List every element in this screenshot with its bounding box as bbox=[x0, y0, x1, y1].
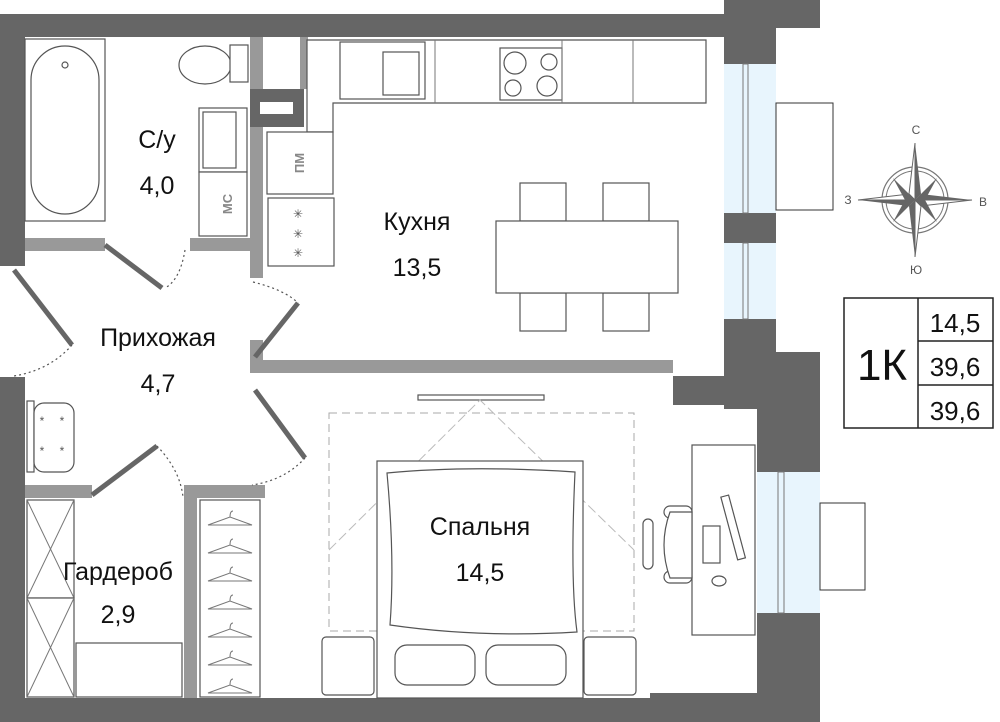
total-area: 39,6 bbox=[930, 352, 981, 382]
kitchen-counter bbox=[306, 39, 707, 133]
compass-east: В bbox=[979, 195, 987, 209]
svg-text:✳: ✳ bbox=[293, 246, 303, 260]
desk bbox=[642, 444, 756, 636]
toilet bbox=[178, 44, 249, 85]
room-name-bedroom: Спальня bbox=[430, 513, 530, 541]
room-labels: С/у 4,0 Кухня 13,5 Прихожая 4,7 Гардероб… bbox=[63, 126, 530, 629]
svg-text:*: * bbox=[40, 414, 45, 428]
hanger-icon bbox=[207, 678, 253, 694]
bed bbox=[321, 460, 637, 699]
dishwasher-label: ПМ bbox=[292, 153, 307, 173]
room-name-kitchen: Кухня bbox=[384, 208, 451, 236]
apartment-summary: 1К 14,5 39,6 39,6 bbox=[843, 297, 994, 429]
hangers bbox=[207, 510, 253, 694]
room-name-bathroom: С/у bbox=[138, 126, 176, 154]
room-area-bedroom: 14,5 bbox=[456, 559, 505, 587]
dining-table bbox=[495, 182, 679, 332]
partitions bbox=[25, 37, 673, 698]
balcony-kitchen bbox=[775, 102, 834, 211]
total-area-with-balcony: 39,6 bbox=[930, 396, 981, 426]
svg-text:*: * bbox=[60, 414, 65, 428]
washing-machine: МС bbox=[198, 171, 248, 237]
room-name-hallway: Прихожая bbox=[100, 324, 216, 352]
dishwasher: ПМ bbox=[266, 131, 334, 195]
room-name-wardrobe: Гардероб bbox=[63, 558, 173, 586]
hanger-icon bbox=[207, 510, 253, 526]
washing-machine-label: МС bbox=[220, 193, 235, 214]
bathtub bbox=[24, 38, 106, 222]
windows bbox=[724, 63, 820, 614]
balcony-bedroom bbox=[819, 502, 866, 591]
tv-view-area bbox=[328, 412, 635, 632]
wardrobe-shelves bbox=[26, 499, 261, 698]
shoe-cabinet: * * * * bbox=[26, 400, 75, 473]
apartment-type: 1К bbox=[857, 341, 907, 390]
hanger-icon bbox=[207, 622, 253, 638]
hanger-icon bbox=[207, 650, 253, 666]
svg-text:*: * bbox=[60, 444, 65, 458]
compass-west: З bbox=[844, 193, 851, 207]
tv bbox=[417, 394, 545, 401]
hanger-icon bbox=[207, 566, 253, 582]
hanger-icon bbox=[207, 538, 253, 554]
room-area-kitchen: 13,5 bbox=[393, 254, 442, 282]
stove: ✳ ✳ ✳ bbox=[267, 197, 335, 267]
compass-rose-icon: С Ю В З bbox=[844, 123, 987, 277]
living-area: 14,5 bbox=[930, 308, 981, 338]
outer-walls bbox=[0, 0, 820, 722]
washbasin bbox=[198, 107, 248, 173]
hanger-icon bbox=[207, 594, 253, 610]
compass-south: Ю bbox=[910, 263, 922, 277]
room-area-hallway: 4,7 bbox=[141, 370, 176, 398]
svg-text:✳: ✳ bbox=[293, 227, 303, 241]
svg-text:*: * bbox=[40, 444, 45, 458]
doors bbox=[12, 243, 308, 498]
compass-north: С bbox=[912, 123, 921, 137]
room-area-bathroom: 4,0 bbox=[140, 172, 175, 200]
room-area-wardrobe: 2,9 bbox=[101, 601, 136, 629]
svg-text:✳: ✳ bbox=[293, 207, 303, 221]
